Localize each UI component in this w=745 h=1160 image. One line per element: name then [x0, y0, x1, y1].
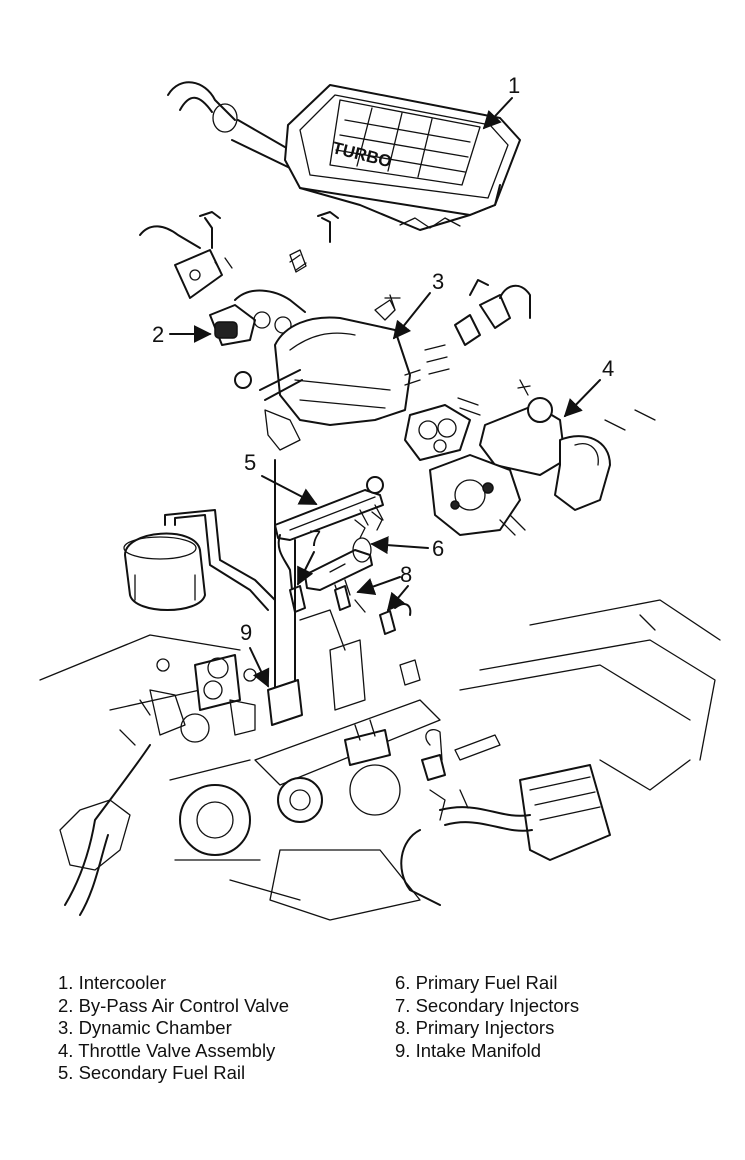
- callout-2: 2: [152, 322, 164, 347]
- injectors: [289, 585, 412, 635]
- wiring-harness-lower: [399, 659, 611, 906]
- callout-3: 3: [432, 269, 444, 294]
- legend-item-secondary-injectors: 7. Secondary Injectors: [395, 994, 580, 1016]
- engine-block: [39, 634, 421, 921]
- harness-connector-upper: [424, 279, 531, 375]
- fastener-bolts: [199, 211, 339, 273]
- callout-5: 5: [244, 450, 256, 475]
- legend-item-dynamic-chamber: 3. Dynamic Chamber: [58, 1017, 232, 1038]
- legend-item-intake-manifold: 9. Intake Manifold: [395, 1039, 542, 1061]
- legend-item-throttle-valve-assembly: 4. Throttle Valve Assembly: [58, 1039, 276, 1061]
- legend-item-primary-injectors: 8. Primary Injectors: [395, 1017, 555, 1038]
- throttle-gasket: [404, 397, 481, 461]
- legend-right-column: 6. Primary Fuel Rail 7. Secondary Inject…: [395, 972, 579, 1062]
- intercooler: TURBO: [167, 81, 521, 231]
- callout-9: 9: [240, 620, 252, 645]
- callout-8: 8: [400, 562, 412, 587]
- callout-1: 1: [508, 73, 520, 98]
- legend-item-bypass-air-control-valve: 2. By-Pass Air Control Valve: [58, 994, 289, 1016]
- bypass-air-control-valve: [139, 225, 306, 346]
- callout-7: 7: [309, 526, 321, 551]
- legend-left-column: 1. Intercooler 2. By-Pass Air Control Va…: [58, 972, 289, 1085]
- intake-manifold: [254, 459, 441, 786]
- legend-item-primary-fuel-rail: 6. Primary Fuel Rail: [395, 972, 558, 993]
- throttle-valve-assembly: [429, 379, 656, 536]
- legend-item-intercooler: 1. Intercooler: [58, 972, 166, 993]
- primary-fuel-rail: [304, 511, 383, 601]
- callouts: 1 2 3 4 5 6 7 8 9: [152, 73, 614, 688]
- exploded-view-diagram: TURBO: [39, 73, 721, 921]
- callout-4: 4: [602, 356, 614, 381]
- legend-item-secondary-fuel-rail: 5. Secondary Fuel Rail: [58, 1062, 246, 1083]
- dynamic-chamber: [234, 294, 421, 451]
- body-panel-outline: [459, 599, 721, 791]
- canister: [123, 509, 276, 611]
- callout-6: 6: [432, 536, 444, 561]
- secondary-fuel-rail: [274, 476, 384, 591]
